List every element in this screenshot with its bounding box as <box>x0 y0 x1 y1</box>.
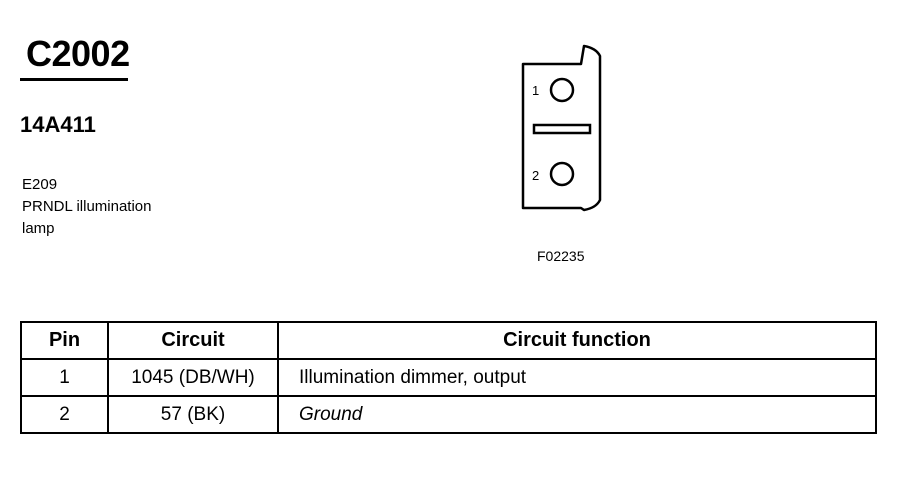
pin-1-label: 1 <box>532 83 539 98</box>
component-name-line2: lamp <box>22 220 55 237</box>
connector-face-diagram: 1 2 <box>521 44 602 212</box>
circuit-function-cell: Ground <box>277 395 877 434</box>
connector-housing <box>521 44 602 212</box>
pin-2-cavity <box>549 161 575 187</box>
pin-cell: 1 <box>20 358 109 397</box>
connector-id: C2002 <box>26 33 130 74</box>
pinout-table: Pin Circuit Circuit function 1 1045 (DB/… <box>20 321 877 434</box>
table-row: 2 57 (BK) Ground <box>20 395 877 434</box>
pin-2-label: 2 <box>532 168 539 183</box>
table-row: 1 1045 (DB/WH) Illumination dimmer, outp… <box>20 358 877 397</box>
connector-key-slot <box>532 123 592 135</box>
table-header-row: Pin Circuit Circuit function <box>20 321 877 360</box>
component-code: E209 <box>22 176 58 193</box>
header-circuit: Circuit <box>107 321 279 360</box>
header-circuit-function: Circuit function <box>277 321 877 360</box>
circuit-cell: 57 (BK) <box>107 395 279 434</box>
connector-id-underline <box>20 78 128 81</box>
pin-cell: 2 <box>20 395 109 434</box>
header-pin: Pin <box>20 321 109 360</box>
component-name-line1: PRNDL illumination <box>22 198 152 215</box>
pin-1-cavity <box>549 77 575 103</box>
circuit-cell: 1045 (DB/WH) <box>107 358 279 397</box>
component-description: E209 PRNDL illumination lamp <box>22 174 152 240</box>
figure-reference: F02235 <box>537 248 585 264</box>
part-number: 14A411 <box>20 112 96 137</box>
circuit-function-cell: Illumination dimmer, output <box>277 358 877 397</box>
